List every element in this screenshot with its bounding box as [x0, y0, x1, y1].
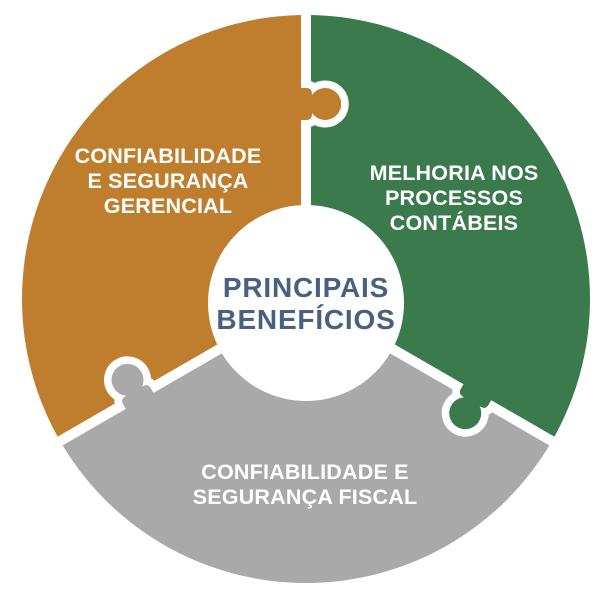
center-circle [208, 205, 404, 401]
segment-gerencial-label-line3: GERENCIAL [104, 194, 232, 218]
segment-contabeis-label-line3: CONTÁBEIS [390, 210, 518, 235]
segment-fiscal-label-line1: CONFIABILIDADE E [201, 460, 408, 484]
knob-gerencial [296, 88, 342, 120]
center-title-line2: BENEFÍCIOS [216, 304, 395, 335]
segment-gerencial-label-line2: E SEGURANÇA [87, 169, 248, 193]
segment-contabeis-label-line1: MELHORIA NOS [370, 161, 539, 185]
segment-fiscal-wedge [60, 299, 552, 583]
segment-gerencial-label-line1: CONFIABILIDADE [75, 144, 262, 168]
knob-fiscal-group [104, 356, 158, 414]
segment-contabeis-label-line2: PROCESSOS [385, 186, 523, 210]
knob-fiscal [111, 363, 156, 414]
center-title-line1: PRINCIPAIS [223, 272, 389, 303]
knob-contabeis [449, 379, 494, 430]
segment-fiscal-label-line2: SEGURANÇA FISCAL [193, 485, 418, 509]
knob-gerencial-group [296, 80, 349, 128]
knob-contabeis-group [441, 379, 496, 437]
